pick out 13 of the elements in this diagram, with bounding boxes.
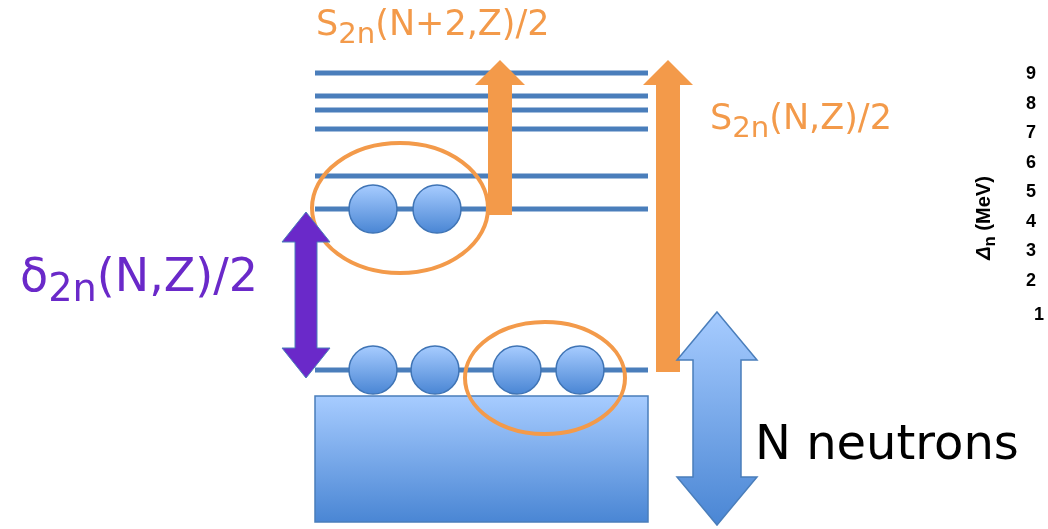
axis-tick-label: 2 [1026,270,1036,289]
axis-tick-label: 8 [1026,93,1036,112]
axis-tick-label: 5 [1026,182,1036,200]
energy-label: S$_{2n}$(N+2,Z)/2 [316,6,550,49]
axis-tick-label: 7 [1026,123,1036,141]
axis-tick-label: 1 [1034,305,1044,323]
axis-tick-label: 6 [1026,152,1036,171]
axis-tick-label: 4 [1026,211,1036,230]
axis-tick-label: 3 [1026,241,1036,259]
neutron-count-label: N neutrons [755,418,1019,466]
gap-label: δ$_{2n}$(N,Z)/2 [20,252,259,308]
energy-label: S$_{2n}$(N,Z)/2 [710,100,892,143]
axis-tick-label: 9 [1026,64,1036,82]
